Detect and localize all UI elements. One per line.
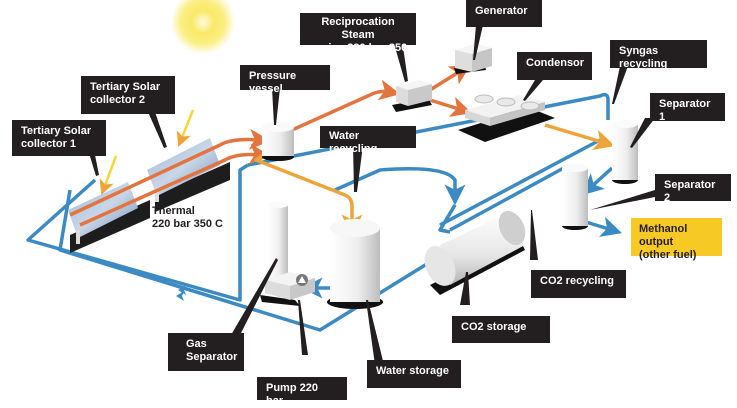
sun-ray [176,109,195,147]
label-syngas-recycling: Syngas recycling [610,40,707,70]
methanol-output-box: Methanol output (other fuel) [631,218,722,261]
label-separator-2: Separator 2 [655,174,731,204]
label-line: collector 2 [90,94,146,106]
pump [260,272,315,306]
separator-2 [562,164,588,230]
label-thermal: Thermal 220 bar 350 C [152,205,223,231]
label-condensor: Condensor [517,52,592,80]
callout-pointers [88,25,655,365]
flow-arrow [178,285,186,295]
sun-ray [99,155,118,196]
label-line: Methanol output [639,223,688,248]
flow-arrow [176,291,184,301]
label-co2-recycling: CO2 recycling [531,270,626,298]
label-line: Tertiary Solar [21,125,92,137]
label-line: Thermal [152,205,195,217]
label-separator-1: Separator 1 [650,93,725,123]
label-line: Reciprocation Steam [321,16,395,41]
label-pump-220-bar: Pump 220 bar [257,377,347,407]
separator-1 [612,120,638,184]
label-line: (other fuel) [639,249,697,261]
co2-storage-tank [424,210,526,295]
condensate-pipes [254,123,616,236]
label-tertiary-solar-collector-2: Tertiary Solar collector 2 [81,76,175,114]
label-gas-separator: Gas Separator [168,333,244,371]
label-line: collector 1 [21,138,77,150]
generator [454,44,492,74]
label-line: Separator [186,351,238,363]
label-water-recycling: Water recycling [320,126,416,155]
label-reciprocation-steam-engine: Reciprocation Steam engine 220 bar 350 C [300,13,416,67]
sun-icon [171,0,235,54]
label-water-storage: Water storage [367,360,461,388]
label-line: 220 bar 350 C [152,218,223,230]
condensor [458,94,555,142]
label-co2-storage: CO2 storage [452,316,550,343]
water-storage-tank [327,219,383,309]
label-generator: Generator [466,0,542,27]
label-line: Gas [186,338,207,350]
steam-engine [392,80,432,112]
label-line: Tertiary Solar [90,81,161,93]
label-tertiary-solar-collector-1: Tertiary Solar collector 1 [12,120,106,156]
pressure-vessel [262,122,294,161]
label-line: engine 220 bar 350 C [308,42,408,67]
label-pressure-vessel: Pressure vessel [240,65,330,95]
